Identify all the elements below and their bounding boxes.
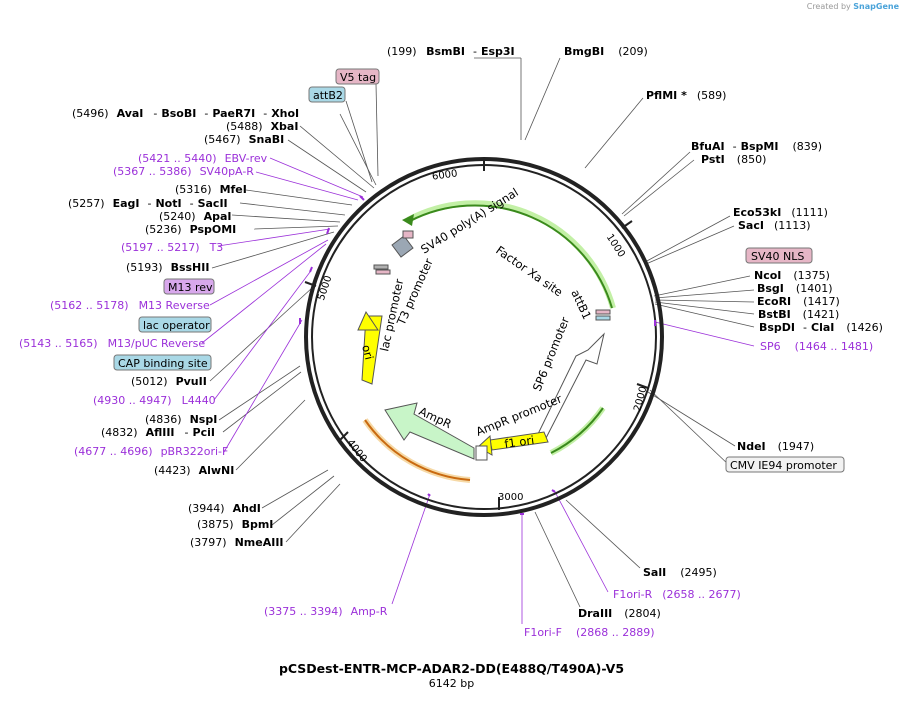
tick-marks: [304, 159, 649, 510]
plasmid-name: pCSDest-ENTR-MCP-ADAR2-DD(E488Q/T490A)-V…: [278, 661, 625, 676]
box-attb2: attB2: [308, 86, 346, 103]
site-ecori: EcoRI(1417): [757, 295, 840, 308]
box-cmv-ie94: CMV IE94 promoter: [725, 456, 845, 473]
svg-text:SV40 NLS: SV40 NLS: [751, 250, 804, 263]
t3-mark-1: [373, 264, 389, 270]
primer-l4440: (4930 .. 4947)L4440: [93, 394, 216, 407]
site-saci: SacI(1113): [738, 219, 811, 232]
site-bsshii: (5193)BssHII: [126, 261, 209, 274]
plasmid-size: 6142 bp: [428, 677, 475, 690]
ampr-arrow: [384, 402, 475, 460]
sp6-promoter-arrow: [537, 332, 605, 441]
feature-arc-highlight: [406, 200, 616, 309]
site-eagi: (5257)EagI-NotI-SacII: [68, 197, 228, 210]
site-draiii: DraIII(2804): [578, 607, 661, 620]
site-apai: (5240)ApaI: [159, 210, 231, 223]
site-nspi: (4836)NspI: [145, 413, 217, 426]
site-bmgbi: BmgBI(209): [564, 45, 648, 58]
primer-pbr322ori-f: (4677 .. 4696)pBR322ori-F: [74, 445, 228, 458]
site-ahdi: (3944)AhdI: [188, 502, 261, 515]
svg-text:CMV IE94 promoter: CMV IE94 promoter: [730, 459, 837, 472]
creator-credit: Created by SnapGene: [806, 2, 899, 11]
ori-arrowhead: [357, 310, 379, 331]
t3-mark-2: [375, 269, 391, 275]
feature-arc-green: [409, 204, 613, 309]
site-psti: PstI(850): [701, 153, 766, 166]
feature-arc-orange: [364, 419, 471, 481]
sites-left: (5496)AvaI-BsoBI-PaeR7I-XhoI (5488)XbaI …: [68, 107, 299, 549]
v5-tag-mark: [402, 230, 414, 239]
site-bsgi: BsgI(1401): [757, 282, 832, 295]
primer-lines: [201, 157, 755, 624]
site-xbai: (5488)XbaI: [226, 120, 298, 133]
primer-m13-puc-reverse: (5143 .. 5165)M13/pUC Reverse: [19, 337, 205, 350]
svg-text:M13 rev: M13 rev: [168, 281, 213, 294]
label-attb1: attB1: [568, 287, 594, 321]
box-m13-rev: M13 rev: [163, 278, 215, 295]
ampr-promoter-box: [475, 445, 488, 461]
site-bspdi: BspDI-ClaI(1426): [759, 321, 883, 334]
label-factor-xa: Factor Xa site: [493, 243, 565, 299]
primer-sv40pa-r: (5367 .. 5386)SV40pA-R: [113, 165, 254, 178]
site-alwni: (4423)AlwNI: [154, 464, 234, 477]
site-pspomi: (5236)PspOMI: [145, 223, 236, 236]
site-eco53ki: Eco53kI(1111): [733, 206, 828, 219]
snapgene-brand: SnapGene: [853, 2, 899, 11]
site-bpmi: (3875)BpmI: [197, 518, 273, 531]
site-afliii: (4832)AflIII-PciI: [101, 426, 215, 439]
site-pvuii: (5012)PvuII: [131, 375, 207, 388]
tick-label-5000: 5000: [316, 274, 334, 302]
sites-right: (199) BsmBI-Esp3I BmgBI(209) PflMI *(589…: [387, 45, 883, 620]
svg-text:lac operator: lac operator: [143, 319, 210, 332]
green-arc-arrowhead: [402, 214, 414, 226]
primer-t3: (5197 .. 5217)T3: [121, 241, 223, 254]
box-v5-tag: V5 tag: [335, 68, 380, 85]
primer-ebv-rev: (5421 .. 5440)EBV-rev: [138, 152, 268, 165]
site-ndei: NdeI(1947): [737, 440, 814, 453]
site-bsmbi: (199) BsmBI-Esp3I: [387, 45, 515, 58]
primer-f1ori-r: F1ori-R(2658 .. 2677): [613, 588, 741, 601]
svg-text:CAP binding site: CAP binding site: [118, 357, 208, 370]
svg-text:V5 tag: V5 tag: [340, 71, 376, 84]
site-avai: (5496)AvaI-BsoBI-PaeR7I-XhoI: [72, 107, 299, 120]
box-lac-operator: lac operator: [138, 316, 212, 333]
label-ori: ori: [359, 343, 376, 361]
primer-f1ori-f: F1ori-F(2868 .. 2889): [524, 626, 655, 639]
site-pflmi: PflMI *(589): [646, 89, 726, 102]
primer-m13-reverse: (5162 .. 5178)M13 Reverse: [50, 299, 210, 312]
leader-lines: [209, 57, 755, 608]
site-nmeaiii: (3797)NmeAIII: [190, 536, 284, 549]
site-sali: SalI(2495): [643, 566, 717, 579]
svg-text:attB2: attB2: [313, 89, 343, 102]
tick-label-6000: 6000: [431, 168, 458, 182]
tick-label-3000: 3000: [498, 492, 523, 503]
lac-operator-mark: [391, 235, 414, 258]
feature-arc-green-2: [550, 407, 604, 454]
label-f1-ori: f1 ori: [503, 433, 535, 451]
box-sv40-nls: SV40 NLS: [745, 247, 813, 264]
sv40-nls-mark: [595, 309, 611, 315]
primer-marks: [299, 195, 656, 515]
primer-amp-r: (3375 .. 3394)Amp-R: [264, 605, 388, 618]
site-bstbi: BstBI(1421): [758, 308, 839, 321]
site-snabi: (5467)SnaBI: [204, 133, 284, 146]
feature-arc-highlight-2: [549, 406, 606, 456]
primer-labels: (5421 .. 5440)EBV-rev (5367 .. 5386)SV40…: [19, 152, 873, 639]
box-cap-site: CAP binding site: [113, 354, 212, 371]
primer-sp6: SP6(1464 .. 1481): [760, 340, 873, 353]
site-bfuai: BfuAI-BspMI(839): [691, 140, 822, 153]
site-mfei: (5316)MfeI: [175, 183, 247, 196]
site-ncoi: NcoI(1375): [754, 269, 830, 282]
attb1-mark: [595, 315, 611, 321]
